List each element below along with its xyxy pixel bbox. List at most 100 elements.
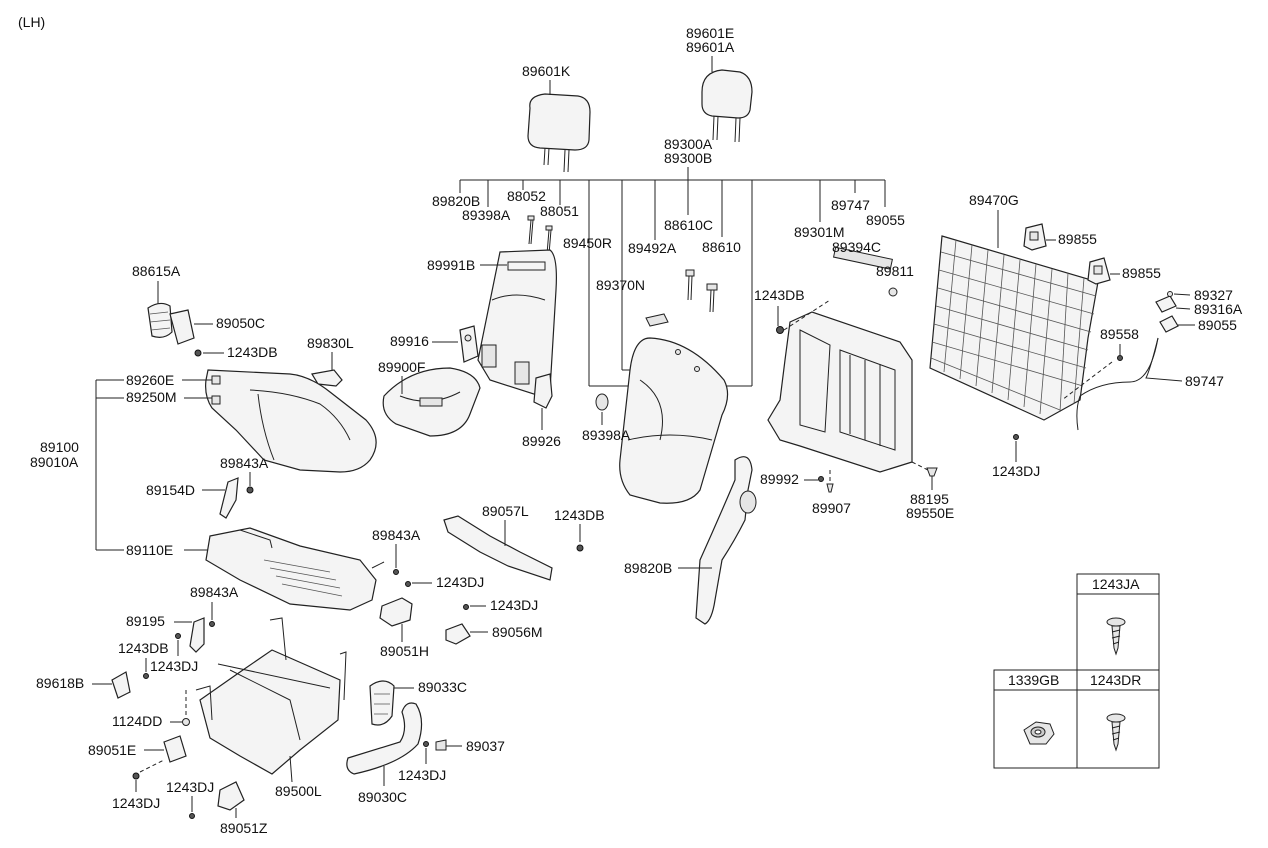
nut-icon (1023, 721, 1055, 745)
label-1243dj-c: 1243DJ (150, 658, 198, 674)
label-89057l: 89057L (482, 503, 529, 519)
label-89843a-c: 89843A (190, 584, 239, 600)
fastener-legend-table (993, 573, 1160, 769)
label-89051e: 89051E (88, 742, 136, 758)
label-89907: 89907 (812, 500, 851, 516)
label-88610c: 88610C (664, 217, 713, 233)
label-89550e: 89550E (906, 505, 954, 521)
label-89492a: 89492A (628, 240, 677, 256)
hinge-cover-88615a (147, 302, 195, 345)
grommet-89398a (595, 393, 609, 411)
label-1243dj-b: 1243DJ (490, 597, 538, 613)
label-89601k: 89601K (522, 63, 571, 79)
seatback-cushion (619, 337, 729, 504)
label-89037: 89037 (466, 738, 505, 754)
label-89301m: 89301M (794, 224, 845, 240)
label-89033c: 89033C (418, 679, 467, 695)
label-89618b: 89618B (36, 675, 84, 691)
armrest-89900f (382, 367, 481, 437)
bracket-89056m (445, 623, 471, 645)
screw-icon (1106, 713, 1126, 752)
label-89900f: 89900F (378, 359, 425, 375)
label-89916: 89916 (390, 333, 429, 349)
label-89100: 89100 (40, 439, 79, 455)
label-89747-top: 89747 (831, 197, 870, 213)
label-89500l: 89500L (275, 783, 322, 799)
label-1243db-low: 1243DB (118, 640, 169, 656)
label-1243db-mid: 1243DB (554, 507, 605, 523)
seat-cushion-89100 (205, 369, 377, 473)
bracket-89830l (311, 369, 343, 387)
label-89030c: 89030C (358, 789, 407, 805)
seat-frame-89500l (195, 617, 347, 775)
label-89316a: 89316A (1194, 301, 1243, 317)
label-89055-right: 89055 (1198, 317, 1237, 333)
label-89398a-top: 89398A (462, 207, 511, 223)
label-89154d: 89154D (146, 482, 195, 498)
label-88610: 88610 (702, 239, 741, 255)
label-1243db-back: 1243DB (754, 287, 805, 303)
screw-icon (1106, 617, 1126, 656)
label-89260e: 89260E (126, 372, 174, 388)
label-89558: 89558 (1100, 326, 1139, 342)
hinge-cover-89916 (459, 325, 479, 363)
label-1124dd: 1124DD (112, 713, 162, 729)
label-89843a-a: 89843A (220, 455, 269, 471)
bracket-89051h (379, 597, 413, 627)
latch-covers (1013, 223, 1179, 440)
lh-side-note: (LH) (18, 14, 45, 30)
label-88051: 88051 (540, 203, 579, 219)
headrest-89601k (527, 93, 591, 173)
label-89327: 89327 (1194, 287, 1233, 303)
cover-89926 (533, 373, 553, 409)
label-89300b: 89300B (664, 150, 712, 166)
bracket-89618b (111, 671, 131, 699)
label-89855-b: 89855 (1122, 265, 1161, 281)
label-1243dj-a: 1243DJ (436, 574, 484, 590)
label-89300a: 89300A (664, 136, 713, 152)
label-89855-a: 89855 (1058, 231, 1097, 247)
seatback-frame-89301m (767, 246, 913, 473)
legend-1243ja: 1243JA (1092, 576, 1140, 592)
label-89747-right: 89747 (1185, 373, 1224, 389)
label-1243dj-right: 1243DJ (992, 463, 1040, 479)
label-89601a: 89601A (686, 39, 735, 55)
label-89820b-mid: 89820B (624, 560, 672, 576)
label-89394c: 89394C (832, 239, 881, 255)
label-1243dj-e: 1243DJ (398, 767, 446, 783)
label-89050c: 89050C (216, 315, 265, 331)
headrest-89601e (701, 69, 753, 143)
seat-pan-89110e (205, 527, 385, 611)
seatback-trim-89991b (477, 249, 557, 397)
label-89055-top: 89055 (866, 212, 905, 228)
legend-1339gb: 1339GB (1008, 672, 1059, 688)
cover-89033c (369, 680, 395, 726)
guide-pins (527, 215, 718, 327)
label-89601e: 89601E (686, 25, 734, 41)
label-89056m: 89056M (492, 624, 543, 640)
bracket-89051z (217, 781, 245, 811)
cover-89030c (346, 702, 423, 775)
label-89830l: 89830L (307, 335, 354, 351)
bracket-89051e (163, 735, 187, 763)
label-89470g: 89470G (969, 192, 1019, 208)
label-89398a-mid: 89398A (582, 427, 631, 443)
label-89450r: 89450R (563, 235, 612, 251)
trim-89057l (443, 515, 553, 581)
label-88615a: 88615A (132, 263, 181, 279)
legend-1243dr: 1243DR (1090, 672, 1141, 688)
label-89992: 89992 (760, 471, 799, 487)
label-89051z: 89051Z (220, 820, 268, 836)
label-89820b-top: 89820B (432, 193, 480, 209)
label-88195: 88195 (910, 491, 949, 507)
label-89926: 89926 (522, 433, 561, 449)
label-89370n: 89370N (596, 277, 645, 293)
label-89195: 89195 (126, 613, 165, 629)
label-88052: 88052 (507, 188, 546, 204)
label-89991b: 89991B (427, 257, 475, 273)
label-89843a-b: 89843A (372, 527, 421, 543)
label-89110e: 89110E (126, 542, 173, 558)
label-89811: 89811 (876, 263, 914, 279)
label-1243dj-f: 1243DJ (166, 779, 214, 795)
